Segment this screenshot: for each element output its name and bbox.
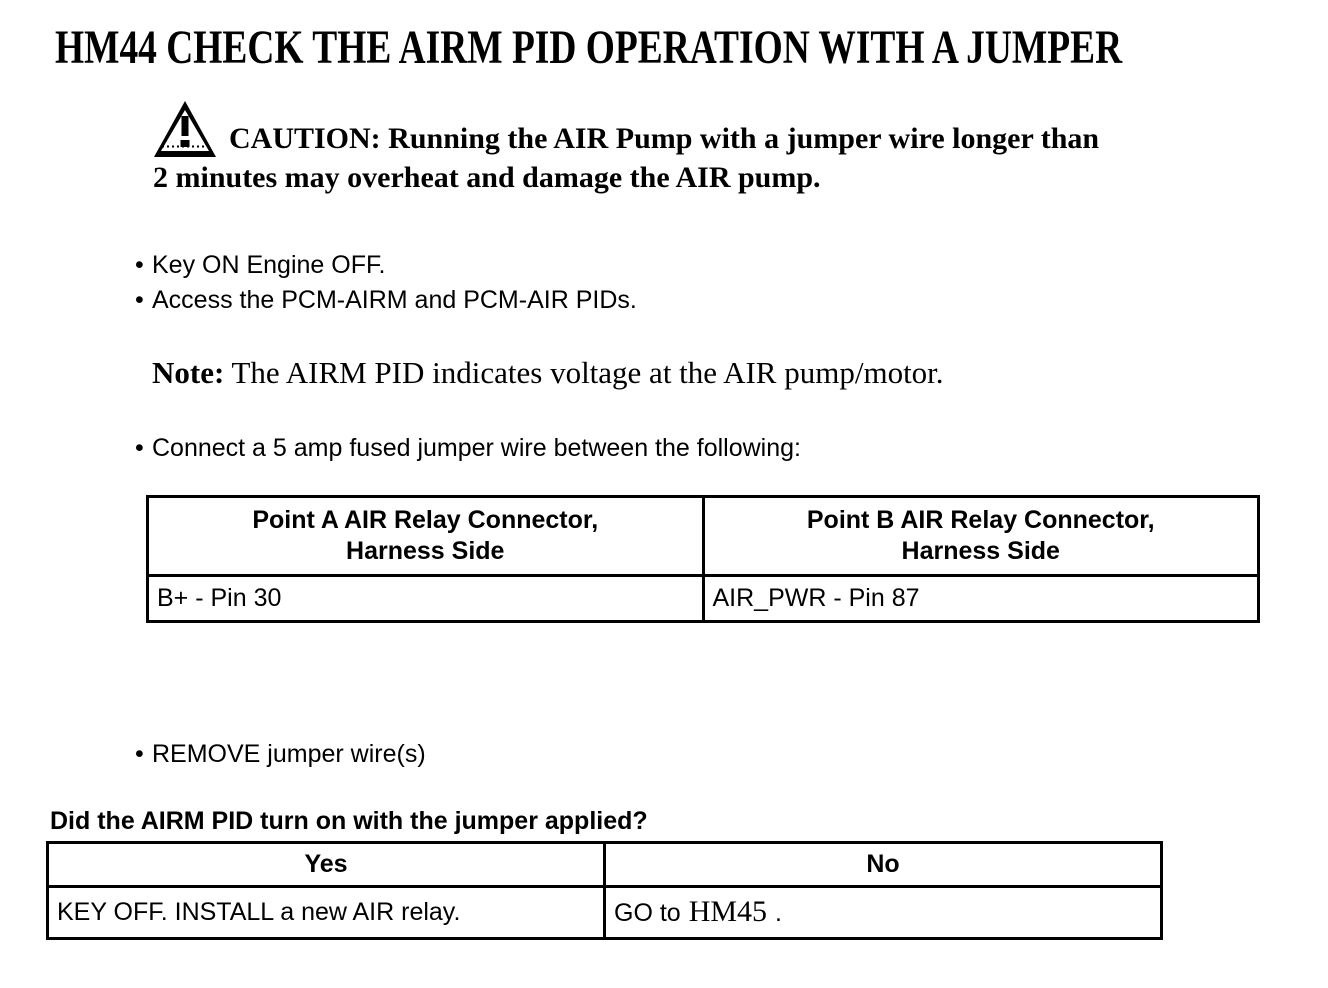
jumper-table-header-row: Point A AIR Relay Connector, Harness Sid… [146, 495, 1260, 577]
table-row: B+ - Pin 30 AIR_PWR - Pin 87 [146, 574, 1260, 623]
caution-text: Running the AIR Pump with a jumper wire … [153, 122, 1100, 194]
test-question: Did the AIRM PID turn on with the jumper… [50, 807, 648, 835]
step-key-on: Key ON Engine OFF. [135, 248, 637, 283]
step-remove-jumper: REMOVE jumper wire(s) [135, 737, 426, 772]
caution-block: CAUTION: Running the AIR Pump with a jum… [153, 100, 1111, 197]
jumper-table-cell-point-a: B+ - Pin 30 [146, 574, 705, 623]
jumper-table-header-point-a: Point A AIR Relay Connector, Harness Sid… [146, 495, 705, 577]
jumper-connection-table: Point A AIR Relay Connector, Harness Sid… [146, 495, 1260, 623]
result-header-yes: Yes [46, 841, 606, 888]
goto-suffix: . [775, 899, 782, 927]
note-label: Note: [152, 355, 225, 390]
remove-step-list: REMOVE jumper wire(s) [135, 737, 426, 772]
note-block: Note: The AIRM PID indicates voltage at … [152, 354, 1152, 392]
warning-triangle-icon [153, 100, 217, 158]
step-connect-jumper: Connect a 5 amp fused jumper wire betwee… [135, 431, 801, 466]
goto-hm45-link[interactable]: HM45 [688, 895, 768, 928]
connect-step-list: Connect a 5 amp fused jumper wire betwee… [135, 431, 801, 466]
goto-prefix: GO to [614, 899, 681, 927]
page-title: HM44 CHECK THE AIRM PID OPERATION WITH A… [55, 21, 1123, 74]
result-cell-yes: KEY OFF. INSTALL a new AIR relay. [46, 885, 606, 940]
procedure-steps: Key ON Engine OFF. Access the PCM-AIRM a… [135, 248, 637, 318]
note-text: The AIRM PID indicates voltage at the AI… [231, 355, 944, 390]
result-table: Yes No KEY OFF. INSTALL a new AIR relay.… [46, 841, 1163, 940]
result-table-header-row: Yes No [46, 841, 1163, 888]
step-access-pids: Access the PCM-AIRM and PCM-AIR PIDs. [135, 283, 637, 318]
caution-label: CAUTION: [229, 122, 381, 155]
jumper-table-header-point-b: Point B AIR Relay Connector, Harness Sid… [701, 495, 1260, 577]
jumper-table-cell-point-b: AIR_PWR - Pin 87 [701, 574, 1260, 623]
result-header-no: No [603, 841, 1163, 888]
